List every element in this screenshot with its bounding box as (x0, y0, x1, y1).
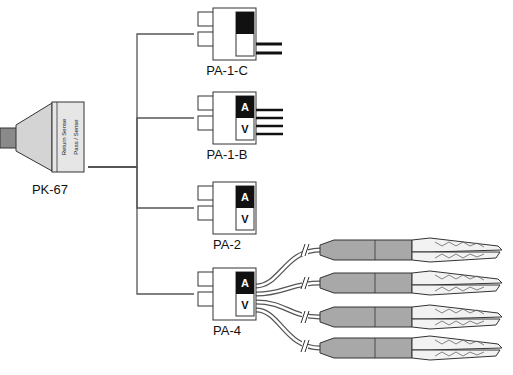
adapter-pa-1-b (198, 92, 283, 144)
pin-letter: V (236, 294, 254, 316)
plug-marking: Pass / Sense (72, 106, 80, 168)
adapter: PA-2 AV (194, 182, 260, 252)
part-name: PK-67 (12, 182, 88, 198)
pin-letter: A (236, 272, 254, 294)
adapter-pa-1-c (198, 8, 282, 60)
branch-line (88, 118, 194, 167)
pin-letter: A (236, 96, 254, 118)
adapter-pa-2 (198, 182, 256, 234)
branch-line (88, 167, 194, 208)
branch-line (88, 34, 194, 167)
adapter: PA-1-C (194, 8, 260, 78)
part-name: PA-1-B (194, 147, 260, 163)
pin-letter: V (236, 208, 254, 230)
main-plug: PK-67 Return Sense Pass / Sense (12, 100, 88, 198)
part-name: PA-4 (194, 323, 260, 339)
pin-letter: V (236, 118, 254, 140)
plug-marking: Return Sense (60, 106, 68, 168)
part-name: PA-1-C (194, 63, 260, 79)
adapter: PA-1-B AV (194, 92, 260, 162)
main-plug (0, 102, 84, 172)
part-name: PA-2 (194, 237, 260, 253)
pin-letter: A (236, 186, 254, 208)
adapter: PA-4 AV (194, 268, 260, 340)
branch-line (88, 167, 194, 294)
